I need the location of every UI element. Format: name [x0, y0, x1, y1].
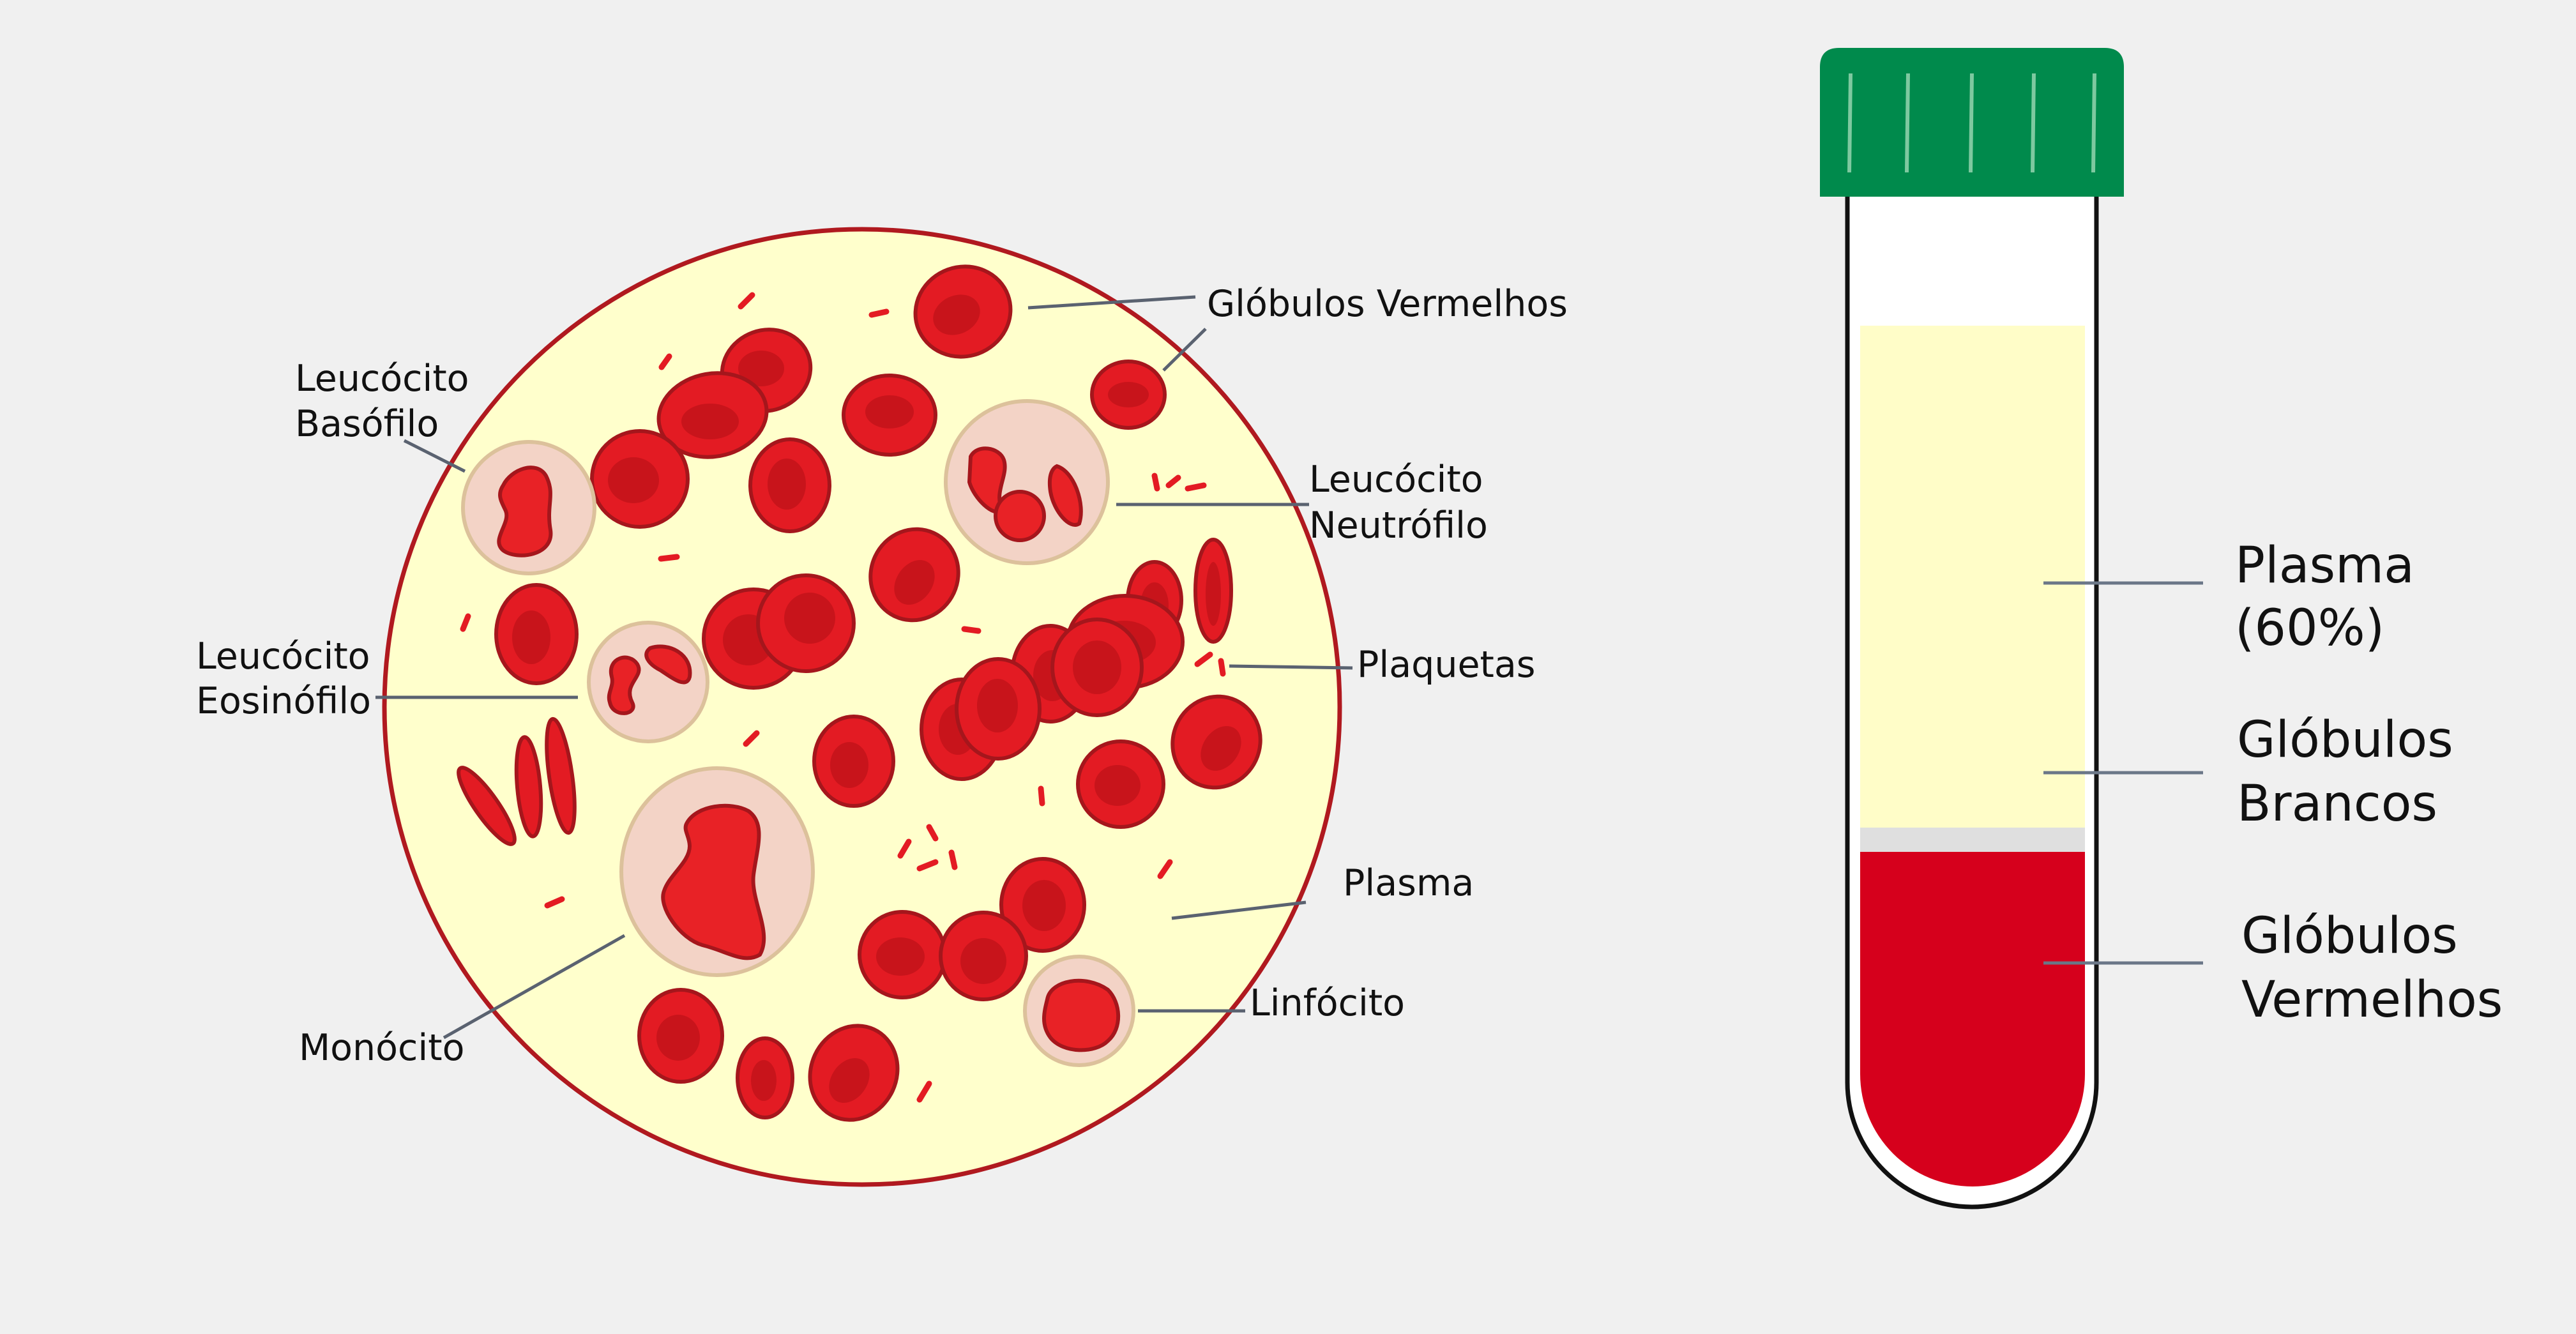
- lymphocyte-cell: [1023, 955, 1135, 1067]
- tube-plasma-layer: [1860, 326, 2085, 828]
- label-tube-rbc-line1: Glóbulos: [2241, 907, 2458, 965]
- label-monocyte: Monócito: [299, 1027, 464, 1069]
- tube-labels: Plasma (60%) Glóbulos Brancos Glóbulos V…: [2235, 537, 2503, 1029]
- test-tube: Plasma (60%) Glóbulos Brancos Glóbulos V…: [1820, 48, 2503, 1209]
- red-blood-cell: [637, 988, 724, 1084]
- red-blood-cell: [736, 1036, 794, 1119]
- platelets: [460, 292, 1226, 1103]
- red-blood-cell: [756, 573, 856, 673]
- smear-leader-lines: [375, 295, 1353, 1040]
- tube-leader-lines: [2043, 581, 2203, 965]
- red-blood-cell: [913, 264, 1013, 359]
- red-blood-cell: [1171, 694, 1262, 790]
- red-blood-cells: [457, 264, 1262, 1122]
- white-blood-cells: [461, 399, 1135, 1067]
- tube-contents: [1860, 326, 2085, 1186]
- label-tube-wbc-line1: Glóbulos: [2237, 711, 2453, 769]
- red-blood-cell: [939, 911, 1028, 1001]
- red-blood-cell: [494, 583, 579, 685]
- red-blood-cell: [514, 735, 543, 838]
- red-blood-cell: [812, 715, 895, 808]
- red-blood-cell: [457, 766, 517, 846]
- smear-labels: Glóbulos Vermelhos Leucócito Basófilo Le…: [196, 283, 1568, 1069]
- red-blood-cell: [545, 716, 577, 835]
- label-neutrophil-line2: Neutrófilo: [1309, 504, 1488, 547]
- red-blood-cell: [858, 910, 947, 999]
- red-blood-cell: [748, 437, 831, 533]
- red-blood-cell: [590, 429, 690, 529]
- red-blood-cell: [1050, 618, 1144, 717]
- label-tube-rbc-line2: Vermelhos: [2241, 971, 2503, 1029]
- red-blood-cell: [868, 527, 960, 623]
- tube-red-cell-layer: [1860, 852, 2085, 1186]
- red-blood-cell: [999, 857, 1086, 953]
- label-basophil-line2: Basófilo: [295, 403, 439, 445]
- label-eosinophil-line1: Leucócito: [196, 635, 370, 678]
- label-basophil-line1: Leucócito: [295, 358, 469, 400]
- tube-white-cell-layer: [1860, 828, 2085, 852]
- red-blood-cell: [1193, 538, 1233, 644]
- basophil-cell: [461, 440, 596, 575]
- red-blood-cell: [955, 657, 1042, 761]
- red-blood-cell: [842, 374, 937, 457]
- neutrophil-cell: [944, 399, 1110, 565]
- red-blood-cell: [1090, 360, 1167, 430]
- red-blood-cell: [808, 1024, 900, 1122]
- red-blood-cell: [1076, 739, 1165, 829]
- label-plasma: Plasma: [1343, 862, 1474, 904]
- label-lymphocyte: Linfócito: [1250, 982, 1405, 1024]
- label-tube-plasma-line1: Plasma: [2235, 537, 2414, 595]
- eosinophil-cell: [587, 621, 709, 743]
- red-blood-cell: [656, 371, 769, 459]
- tube-cap: [1820, 48, 2124, 197]
- label-tube-wbc-line2: Brancos: [2237, 775, 2437, 833]
- label-neutrophil-line1: Leucócito: [1309, 459, 1483, 501]
- blood-smear: Glóbulos Vermelhos Leucócito Basófilo Le…: [196, 227, 1568, 1187]
- label-platelets: Plaquetas: [1357, 644, 1536, 686]
- label-eosinophil-line2: Eosinófilo: [196, 680, 371, 722]
- monocyte-cell: [619, 766, 815, 977]
- label-tube-plasma-line2: (60%): [2235, 600, 2384, 657]
- label-red-blood-cells: Glóbulos Vermelhos: [1207, 283, 1568, 325]
